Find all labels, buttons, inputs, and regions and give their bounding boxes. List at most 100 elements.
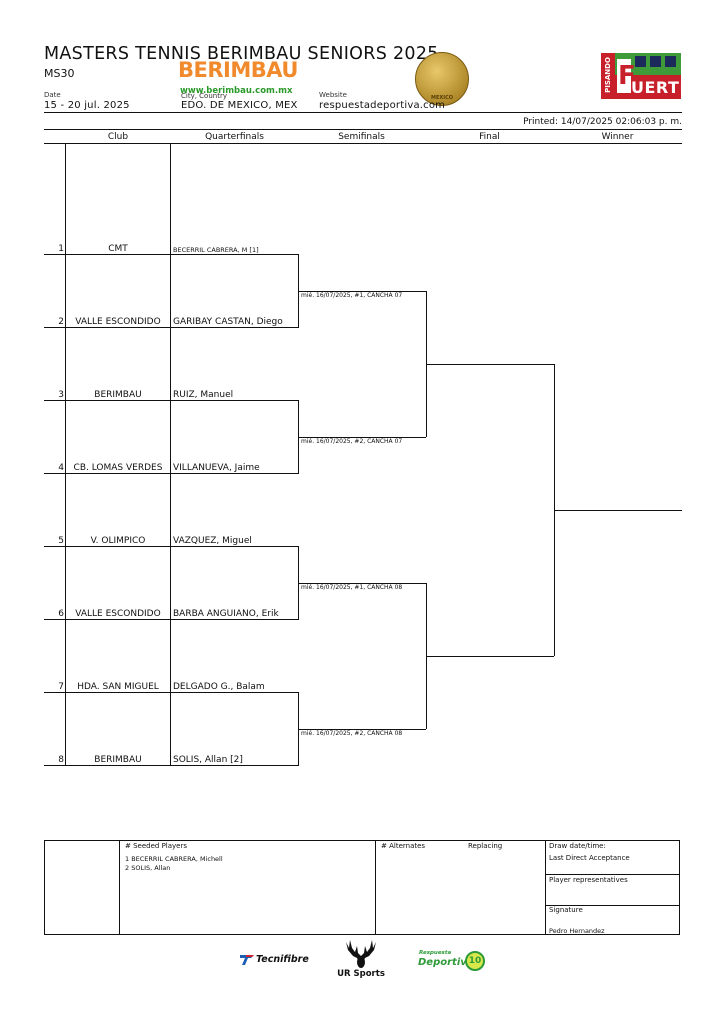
- footer-divider-3: [545, 840, 546, 935]
- signer-name: Pedro Hernandez: [549, 927, 605, 935]
- berimbau-logo: BERIMBAU: [178, 58, 298, 82]
- entry-club: V. OLIMPICO: [90, 536, 146, 546]
- footer-divider-2: [375, 840, 376, 935]
- tecnifibre-mark-icon: [240, 955, 254, 965]
- pisando-fuerte-graphic: [601, 53, 681, 99]
- respuesta-top-text: Respuesta: [419, 950, 452, 956]
- col-winner: Winner: [601, 132, 634, 142]
- qf-connector-1: [298, 254, 299, 327]
- match-schedule: mié. 16/07/2025, #2, CANCHA 08: [301, 730, 403, 737]
- entry-line-3: [44, 400, 299, 401]
- tournament-title: MASTERS TENNIS BERIMBAU SENIORS 2025: [44, 44, 439, 64]
- match-schedule: mié. 16/07/2025, #1, CANCHA 07: [301, 292, 403, 299]
- last-direct-acceptance: Last Direct Acceptance: [549, 854, 630, 862]
- seeded-player: 2 SOLIS, Allan: [125, 864, 171, 872]
- entry-club: BERIMBAU: [94, 755, 142, 765]
- entry-number: 6: [58, 609, 64, 619]
- city-value: EDO. DE MEXICO, MEX: [181, 100, 298, 111]
- entry-player: DELGADO G., Balam: [173, 682, 265, 692]
- entry-line-4: [44, 473, 299, 474]
- entry-player: SOLIS, Allan [2]: [173, 755, 243, 765]
- entry-number: 8: [58, 755, 64, 765]
- website-label: Website: [319, 91, 347, 99]
- entry-player: VAZQUEZ, Miguel: [173, 536, 252, 546]
- columns-top-rule: [44, 129, 682, 130]
- entry-number: 1: [58, 244, 64, 254]
- col-quarterfinals: Quarterfinals: [205, 132, 264, 142]
- club-divider-left: [65, 143, 66, 766]
- entry-player: GARIBAY CASTAN, Diego: [173, 317, 283, 327]
- col-semifinals: Semifinals: [338, 132, 385, 142]
- website-value: respuestadeportiva.com: [319, 100, 446, 111]
- entry-line-7: [44, 692, 299, 693]
- footer-box: [44, 840, 680, 935]
- draw-date-label: Draw date/time:: [549, 842, 606, 850]
- entry-club: BERIMBAU: [94, 390, 142, 400]
- printed-timestamp: Printed: 14/07/2025 02:06:03 p. m.: [523, 117, 682, 127]
- replacing-header: Replacing: [468, 842, 503, 850]
- ursports-text: UR Sports: [337, 969, 385, 979]
- col-final: Final: [479, 132, 500, 142]
- sf-line-4: [298, 729, 426, 730]
- club-divider-right: [170, 143, 171, 766]
- entry-line-2: [44, 327, 299, 328]
- sf-line-1: [298, 291, 426, 292]
- entry-club: VALLE ESCONDIDO: [75, 317, 161, 327]
- entry-club: CB. LOMAS VERDES: [73, 463, 163, 473]
- pisando-text: PISANDO: [604, 57, 612, 93]
- footer-divider-1: [119, 840, 120, 935]
- entry-club: HDA. SAN MIGUEL: [77, 682, 159, 692]
- entry-line-8: [44, 765, 299, 766]
- col-club: Club: [107, 132, 129, 142]
- entry-number: 3: [58, 390, 64, 400]
- entry-number: 7: [58, 682, 64, 692]
- entry-number: 5: [58, 536, 64, 546]
- date-value: 15 - 20 jul. 2025: [44, 100, 130, 111]
- date-label: Date: [44, 91, 61, 99]
- fuerte-f-text: F: [618, 61, 636, 91]
- deer-icon: [346, 940, 376, 968]
- entry-number: 4: [58, 463, 64, 473]
- entry-club: CMT: [108, 244, 128, 254]
- qf-connector-4: [298, 692, 299, 765]
- entry-club: VALLE ESCONDIDO: [75, 609, 161, 619]
- respuesta-main-text: Deportiva: [418, 957, 474, 968]
- entry-line-1: [44, 254, 299, 255]
- header-rule: [44, 112, 682, 113]
- qf-connector-3: [298, 546, 299, 619]
- respuesta-badge-icon: 10: [465, 951, 485, 971]
- draw-category: MS30: [44, 67, 75, 80]
- seeded-player: 1 BECERRIL CABRERA, Michell: [125, 855, 223, 863]
- berimbau-website: www.berimbau.com.mx: [180, 86, 293, 96]
- match-schedule: mié. 16/07/2025, #2, CANCHA 07: [301, 438, 403, 445]
- signature-label: Signature: [549, 906, 583, 914]
- fuerte-text: UERTE: [631, 78, 691, 97]
- seeded-header: # Seeded Players: [125, 842, 187, 850]
- footer-hdivider-1: [545, 874, 680, 875]
- entry-line-5: [44, 546, 299, 547]
- qf-connector-2: [298, 400, 299, 473]
- final-line-2: [426, 656, 554, 657]
- respuesta-deportiva-logo: Respuesta Deportiva 10: [418, 950, 488, 974]
- winner-line: [554, 510, 682, 511]
- entry-number: 2: [58, 317, 64, 327]
- medal-text: MEXICO: [430, 95, 454, 101]
- entry-player: BECERRIL CABRERA, M [1]: [173, 246, 259, 254]
- entry-player: BARBA ANGUIANO, Erik: [173, 609, 279, 619]
- tecnifibre-text: Tecnifibre: [256, 954, 309, 965]
- pisando-fuerte-logo: PISANDO F UERTE: [601, 53, 690, 99]
- sf-line-2: [298, 437, 426, 438]
- player-representatives: Player representatives: [549, 876, 628, 884]
- columns-bottom-rule: [44, 143, 682, 144]
- footer-hdivider-2: [545, 905, 680, 906]
- sf-line-3: [298, 583, 426, 584]
- entry-player: VILLANUEVA, Jaime: [173, 463, 260, 473]
- city-label: City, Country: [181, 92, 227, 100]
- entry-line-6: [44, 619, 299, 620]
- final-line-1: [426, 364, 554, 365]
- match-schedule: mié. 16/07/2025, #1, CANCHA 08: [301, 584, 403, 591]
- alternates-header: # Alternates: [381, 842, 426, 850]
- entry-player: RUIZ, Manuel: [173, 390, 234, 400]
- medal-logo: MEXICO: [415, 52, 469, 106]
- ursports-logo: UR Sports: [336, 936, 386, 982]
